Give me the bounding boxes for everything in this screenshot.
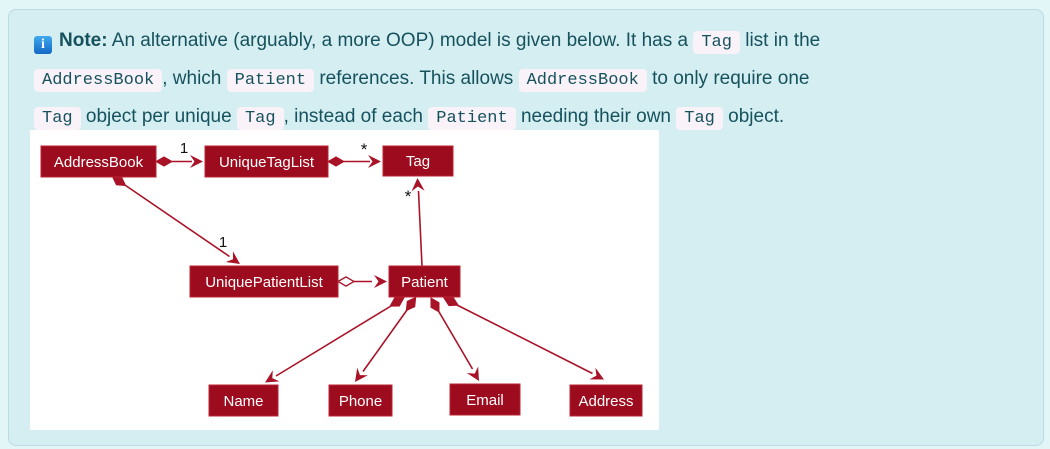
class-box [388,265,461,298]
note-text-segment: to only require one [646,68,810,89]
composition-diamond [405,296,417,312]
class-label: AddressBook [54,154,144,171]
edge-patient-phone [355,296,417,382]
edge-patient-address [442,296,604,380]
note-text-segment: , which [162,68,227,89]
edge-uniquetaglist-tag: * [326,140,381,168]
class-label: UniqueTagList [219,154,315,171]
arrowhead [466,366,479,381]
arrowhead [190,155,203,168]
class-label: Patient [401,274,449,291]
note-text-segment: An alternative (arguably, a more OOP) mo… [107,30,694,51]
class-label: Address [578,393,633,410]
info-icon: i [34,36,52,54]
class-box [40,145,157,178]
note-text-segment: references. This allows [314,68,519,89]
uml-class-diagram: 1 * 1 * [30,130,659,430]
code-chip: Patient [428,107,516,130]
class-label: Tag [406,153,430,170]
class-node-uniquetaglist: UniqueTagList [204,145,329,178]
note-text-segment: list in the [739,30,821,51]
class-node-uniquepatientlist: UniquePatientList [189,265,339,298]
note-text-segment: object per unique [80,106,237,127]
class-box [382,145,454,177]
note-text-segment: object. [722,106,785,127]
arrowhead [411,178,425,192]
multiplicity-label: * [361,140,368,159]
edge-line [362,309,408,372]
class-box [569,384,643,417]
edge-line [125,184,230,258]
aggregation-diamond [336,276,356,287]
multiplicity-label: * [405,187,412,206]
class-node-address: Address [569,384,643,417]
edge-patient-name [265,297,405,383]
note-text-segment: needing their own [515,106,677,127]
class-node-tag: Tag [382,145,454,177]
note-text-content: Note: An alternative (arguably, a more O… [34,30,821,130]
edge-addressbook-uniquepatientlist: 1 [111,175,240,264]
note-text-segment: , instead of each [283,106,429,127]
edge-uniquepatientlist-patient [336,275,387,288]
multiplicity-label: 1 [219,234,227,251]
arrowhead [374,275,387,288]
class-box [328,384,393,417]
composition-diamond [430,297,440,313]
arrowhead [589,367,604,380]
class-node-name: Name [208,384,279,417]
edge-line [275,305,392,377]
code-chip: Tag [693,31,740,54]
edge-line [437,310,474,370]
arrowhead [368,155,381,168]
edge-line [456,304,593,375]
edge-patient-email [430,297,479,381]
edge-addressbook-uniquetaglist: 1 [154,140,203,168]
composition-diamond [326,156,346,167]
class-node-email: Email [449,383,521,416]
note-label: Note: [59,30,108,51]
arrowhead [355,367,368,382]
class-label: Email [466,392,504,409]
class-label: Phone [339,393,382,410]
class-box [189,265,339,298]
class-box [208,384,279,417]
arrowhead [265,370,280,383]
class-node-phone: Phone [328,384,393,417]
class-label: Name [223,393,263,410]
diagram-canvas: 1 * 1 * [40,140,643,417]
class-node-addressbook: AddressBook [40,145,157,178]
code-chip: Patient [226,69,315,92]
class-box [449,383,521,416]
code-chip: AddressBook [518,69,647,92]
code-chip: Tag [236,107,284,130]
code-chip: Tag [676,107,723,130]
code-chip: AddressBook [34,69,163,92]
edge-line [417,190,423,267]
class-node-patient: Patient [388,265,461,298]
class-box [204,145,329,178]
composition-diamond [154,156,174,167]
code-chip: Tag [34,107,81,130]
arrowhead [225,251,240,264]
edge-patient-tag: * [405,178,425,267]
class-label: UniquePatientList [205,274,323,291]
multiplicity-label: 1 [180,140,188,157]
